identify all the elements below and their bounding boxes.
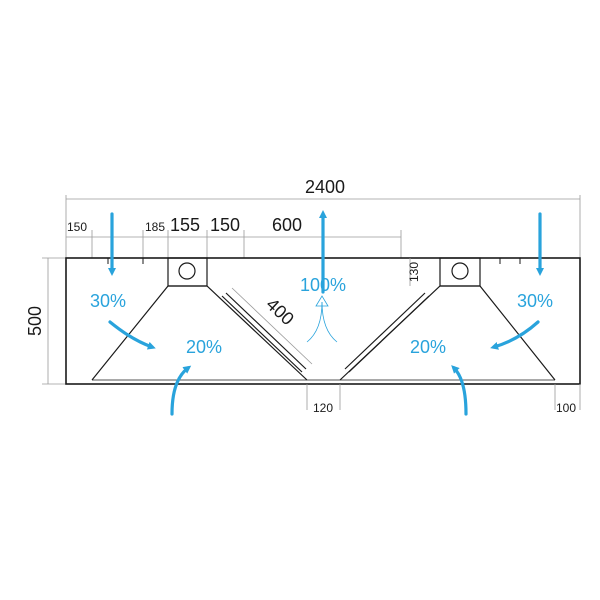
dim-offset-185: 185 — [145, 220, 165, 234]
pct-intake-right: 20% — [410, 337, 446, 357]
dim-filter-400: 400 — [262, 294, 298, 329]
dim-depth-130: 130 — [407, 262, 421, 282]
dim-spigot-150: 150 — [210, 215, 240, 235]
left-spigot-circle — [178, 262, 196, 280]
dim-line-filter — [231, 287, 313, 365]
dim-gap-120: 120 — [313, 401, 333, 415]
pct-supply-right: 30% — [517, 291, 553, 311]
arrow-intake-right-curve — [451, 365, 468, 416]
dim-left-edge: 150 — [67, 220, 87, 234]
dim-spigot-155: 155 — [170, 215, 200, 235]
pct-intake-left: 20% — [186, 337, 222, 357]
right-spigot — [439, 257, 481, 287]
pct-exhaust-center: 100% — [300, 275, 346, 295]
dim-span-600: 600 — [272, 215, 302, 235]
arrow-supply-right-curve — [490, 320, 540, 350]
right-filter — [344, 292, 430, 373]
left-spigot — [167, 257, 208, 287]
arrow-supply-left-curve — [108, 320, 156, 350]
exhaust-hint-icon — [306, 295, 338, 343]
dim-height: 500 — [25, 306, 45, 336]
pct-supply-left: 30% — [90, 291, 126, 311]
dim-edge-100: 100 — [556, 401, 576, 415]
left-filter — [221, 292, 307, 373]
arrow-intake-left-curve — [170, 365, 192, 416]
dim-total-width: 2400 — [305, 177, 345, 197]
right-spigot-circle — [451, 262, 469, 280]
